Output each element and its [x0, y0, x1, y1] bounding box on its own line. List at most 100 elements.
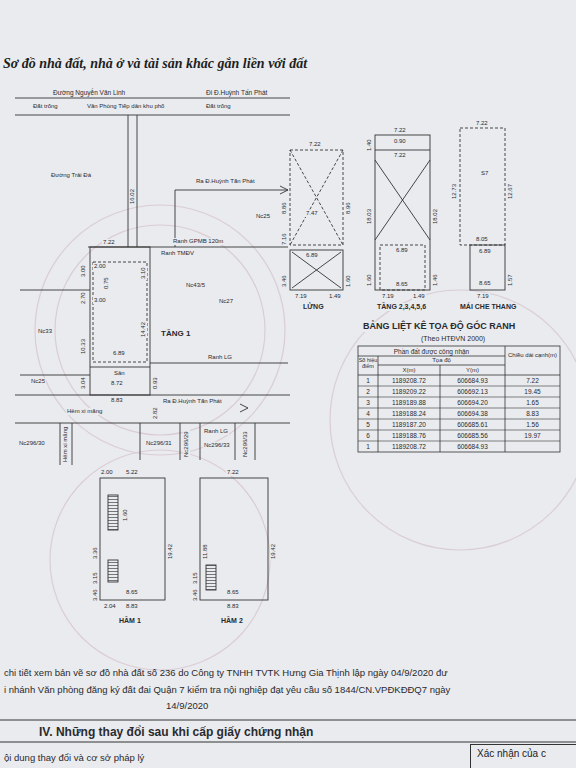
table-cell: 4	[358, 410, 378, 417]
dimension-label: 3.00	[80, 264, 87, 278]
dimension-label: 11.88	[202, 543, 209, 560]
plan-label: 7.22	[102, 239, 116, 246]
plan-label: Đi Đ.Huỳnh Tấn Phát	[205, 89, 268, 96]
coordinate-table	[358, 346, 560, 452]
plan-label: Nc296/33	[203, 442, 231, 449]
footer-text: IV. Những thay đổi sau khi cấp giấy chứn…	[38, 726, 314, 739]
plan-heading: TẦNG 2,3,4,5,6	[376, 303, 427, 311]
plan-label: 7.22	[475, 120, 489, 127]
dimension-label: 3.46	[281, 274, 288, 288]
table-cell: Tọa độ	[378, 357, 505, 364]
plan-label: 7.19	[476, 293, 490, 300]
dimension-label: 10.33	[80, 338, 87, 355]
plan-label: 8.65	[226, 589, 240, 596]
box-text: Xác nhận của c	[471, 745, 576, 762]
plan-label: 1.49	[328, 293, 342, 300]
plan-label: Nc25	[255, 213, 271, 220]
plan-heading: HẦM 1	[118, 617, 142, 625]
table-cell: Phần đất được công nhận	[358, 348, 505, 355]
table-cell: 1189209.22	[378, 388, 440, 395]
table-cell: 2	[358, 388, 378, 395]
footer-text: ội dung thay đổi và cơ sở pháp lý	[3, 753, 145, 763]
dimension-label: 7.16	[281, 232, 288, 246]
table-cell: 1189188.24	[378, 410, 440, 417]
table-cell: 606684.93	[440, 377, 505, 384]
plan-heading: TẦNG 1	[160, 330, 191, 339]
table-cell: 19.97	[505, 432, 560, 439]
plan-label: Đường Nguyễn Văn Linh	[52, 89, 126, 96]
plan-label: Ranh LG	[207, 354, 233, 361]
plan-label: 8.65	[478, 280, 492, 287]
dimension-label: 1.60	[345, 274, 352, 288]
plan-label: Đất trống	[205, 103, 232, 110]
plan-label: 7.22	[393, 127, 407, 134]
table-cell: 3	[358, 399, 378, 406]
dimension-label: 0.75	[103, 276, 110, 290]
confirmation-box: Xác nhận của c	[470, 744, 576, 768]
dimension-label: 19.42	[167, 543, 174, 560]
dimension-label: 2.82	[152, 406, 159, 420]
table-cell: Y(m)	[440, 367, 505, 374]
table-cell: X(m)	[378, 367, 440, 374]
plan-label: Nc27	[218, 298, 234, 305]
dimension-label: 12.73	[451, 183, 458, 200]
table-cell: 19.45	[505, 388, 560, 395]
plan-label: Đất trống	[32, 103, 59, 110]
dimension-label: 1.57	[507, 273, 514, 287]
basement-plans	[100, 478, 268, 600]
plan-label: 8.83	[226, 603, 240, 610]
dimension-label: 14.42	[140, 321, 147, 338]
dimension-label: 1.60	[122, 508, 129, 522]
table-cell: Số hiệu điểm	[358, 357, 378, 369]
dimension-label: 12.67	[507, 183, 514, 200]
table-cell: 6	[358, 432, 378, 439]
plan-label: Nc25	[30, 378, 46, 385]
plan-label: Nc296/30	[18, 440, 46, 447]
plan-heading: MÁI CHE THANG	[459, 303, 517, 311]
dimension-label: Nc296/33	[242, 430, 249, 458]
dimension-label: 1.60	[366, 273, 373, 287]
table-cell: 1	[358, 443, 378, 450]
table-cell: 8.83	[505, 410, 560, 417]
plan-label: 8.65	[125, 589, 139, 596]
dimension-label: 18.03	[366, 208, 373, 225]
plan-label: Văn Phòng Tiếp dân khu phố	[86, 103, 165, 110]
table-cell: 606694.38	[440, 410, 505, 417]
table-cell: 1.56	[505, 421, 560, 428]
plan-label: Nc296/31	[145, 440, 173, 447]
dimension-label: Hẻm xi măng	[62, 426, 69, 463]
table-cell: 606694.20	[440, 399, 505, 406]
dimension-label: 3.15	[192, 571, 199, 585]
plan-heading: LỬNG	[302, 303, 325, 311]
dimension-label: 3.04	[80, 376, 87, 390]
plan-label: 5.22	[125, 469, 139, 476]
dimension-label: 8.96	[345, 201, 352, 215]
plan-label: 6.89	[305, 252, 319, 259]
plan-label: Hẻm xi măng	[66, 408, 103, 415]
table-cell: 606692.13	[440, 388, 505, 395]
plan-label: 3.00	[93, 297, 107, 304]
dimension-label: 3.46	[192, 588, 199, 602]
dimension-label: 19.42	[270, 543, 277, 560]
plan-label: Ra Đ.Huỳnh Tấn Phát	[195, 178, 256, 185]
floor-plans	[290, 128, 505, 290]
table-cell: 1189188.76	[378, 432, 440, 439]
plan-label: 8.65	[395, 281, 409, 288]
watermark	[35, 205, 576, 670]
plan-label: 6.89	[112, 350, 126, 357]
plan-label: Ra Đ.Huỳnh Tấn Phát	[162, 398, 223, 405]
plan-label: 2.00	[100, 469, 114, 476]
dimension-label: 0.93	[152, 376, 159, 390]
plan-label: 8.05	[475, 236, 489, 243]
dimension-label: 3.15	[92, 571, 99, 585]
dimension-label: 16.02	[129, 188, 136, 205]
plan-label: 8.83	[125, 603, 139, 610]
plan-label: Đường Trải Đá	[50, 172, 92, 179]
plan-label: Nc33	[37, 328, 53, 335]
plan-label: 8.83	[110, 397, 124, 404]
plan-label: 7.19	[294, 293, 308, 300]
diagram-title: Sơ đồ nhà đất, nhà ở và tài sản khác gắn…	[3, 56, 307, 72]
plan-label: 7.22	[226, 469, 240, 476]
table-cell: 1189189.88	[378, 399, 440, 406]
